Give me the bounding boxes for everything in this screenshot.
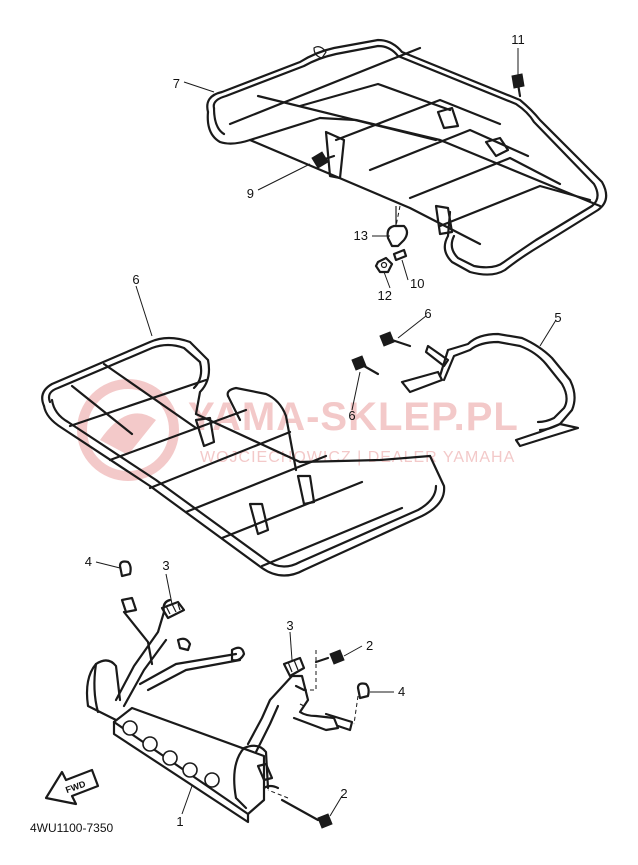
part-1-front-bumper xyxy=(85,596,354,824)
callout-11: 11 xyxy=(511,32,525,47)
watermark-subtitle: WOJCIECHOWICZ | DEALER YAMAHA xyxy=(200,449,515,466)
part-7-front-carrier xyxy=(41,336,446,577)
callout-4-right: 4 xyxy=(398,684,405,699)
part-5-guard-bar xyxy=(400,332,580,448)
part-2-bolt-upper xyxy=(314,649,345,665)
watermark-title: YAMA-SKLEP.PL xyxy=(188,395,519,439)
diagram-code: 4WU1100-7350 xyxy=(30,821,113,835)
callout-labels: 7 11 9 13 10 12 6 5 6 6 4 3 3 2 4 1 2 xyxy=(85,32,562,829)
callout-10: 10 xyxy=(410,276,424,291)
part-6-bolt-lower xyxy=(351,355,380,376)
callout-2-upper: 2 xyxy=(366,638,373,653)
callout-5: 5 xyxy=(554,310,561,325)
part-3-grommet-right xyxy=(282,656,306,678)
part-13-clip xyxy=(386,206,409,248)
part-4-cap-right xyxy=(356,682,370,700)
forward-direction-arrow-icon: FWD xyxy=(44,768,100,806)
part-10-collar xyxy=(392,248,408,262)
callout-7: 6 xyxy=(132,272,139,287)
callout-3-right: 3 xyxy=(286,618,293,633)
callout-8: 7 xyxy=(173,76,180,91)
callout-6-lower: 6 xyxy=(348,408,355,423)
callout-13: 13 xyxy=(354,228,368,243)
callout-6-upper: 6 xyxy=(424,306,431,321)
callout-1: 1 xyxy=(176,814,183,829)
part-12-nut xyxy=(374,256,394,274)
callout-3-left: 3 xyxy=(162,558,169,573)
callout-12: 12 xyxy=(378,288,392,303)
callout-2-lower: 2 xyxy=(340,786,347,801)
part-4-cap-left xyxy=(118,560,132,578)
part-3-grommet-left xyxy=(160,600,186,620)
forward-arrow-label: FWD xyxy=(64,779,87,796)
callout-4-left: 4 xyxy=(85,554,92,569)
part-8-rear-carrier xyxy=(206,38,608,276)
leader-lines xyxy=(95,48,557,817)
bumper-holes xyxy=(122,720,220,788)
part-11-bolt xyxy=(511,73,525,98)
part-2-bolt-lower xyxy=(280,798,333,829)
part-6-bolt-upper xyxy=(379,331,412,348)
callout-9: 9 xyxy=(247,186,254,201)
assembly-guide-lines xyxy=(267,205,401,799)
part-9-bolt xyxy=(311,151,336,169)
